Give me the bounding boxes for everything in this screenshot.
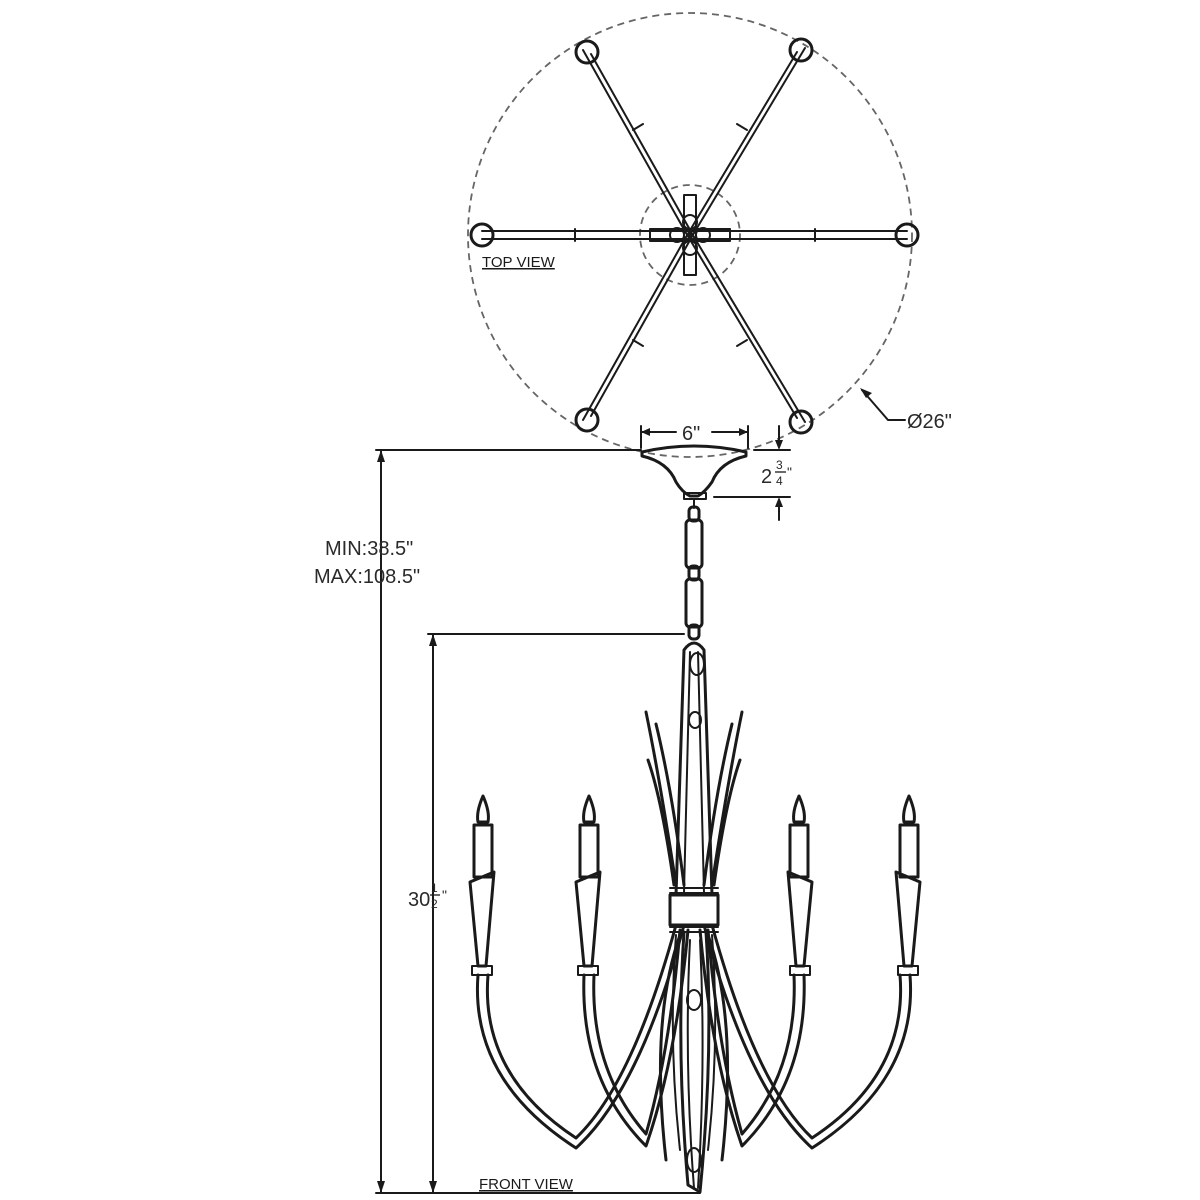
front-view-candle-1 (468, 794, 496, 976)
front-view-canopy (640, 444, 748, 500)
overall-max-label: MAX:108.5" (314, 566, 420, 588)
front-view-column (674, 641, 714, 897)
top-view-label: TOP VIEW (482, 254, 556, 271)
top-view-candle-cups (469, 37, 920, 435)
front-view-upper-fronds (644, 710, 744, 887)
front-view-arms (475, 923, 913, 1150)
canopy-height-dimension (713, 425, 791, 521)
svg-text:2: 2 (431, 897, 438, 911)
top-view-arms (481, 47, 908, 423)
overall-min-label: MIN:38.5" (325, 538, 413, 560)
svg-text:2: 2 (761, 466, 772, 488)
front-view-label: FRONT VIEW (479, 1176, 574, 1193)
front-view-band (668, 887, 720, 933)
front-view-candle-2 (574, 794, 602, 976)
diameter-leader (860, 388, 906, 421)
diameter-dimension: Ø26" (907, 411, 952, 433)
canopy-height-label: 2 3 4 " (761, 458, 792, 488)
svg-text:4: 4 (776, 474, 783, 488)
top-view-hub (649, 194, 731, 276)
top-view-diameter-circle (467, 12, 913, 458)
front-view-candle-4 (894, 794, 922, 976)
svg-text:3: 3 (776, 458, 783, 472)
top-view-canopy-circle (639, 184, 741, 286)
svg-text:": " (787, 464, 792, 480)
top-view: TOP VIEW Ø26" (467, 12, 952, 458)
front-view-chain (684, 498, 704, 641)
front-view-fixture (468, 444, 922, 1194)
overall-height-dimension (375, 449, 701, 1194)
body-height-dimension (427, 633, 685, 1194)
svg-text:1: 1 (431, 881, 438, 895)
canopy-width-label: 6" (682, 423, 700, 445)
front-view-candle-3 (786, 794, 814, 976)
svg-text:30: 30 (408, 889, 430, 911)
body-height-label: 30 1 2 " (408, 881, 447, 911)
canopy-width-dimension (640, 425, 749, 449)
svg-text:": " (442, 887, 447, 903)
